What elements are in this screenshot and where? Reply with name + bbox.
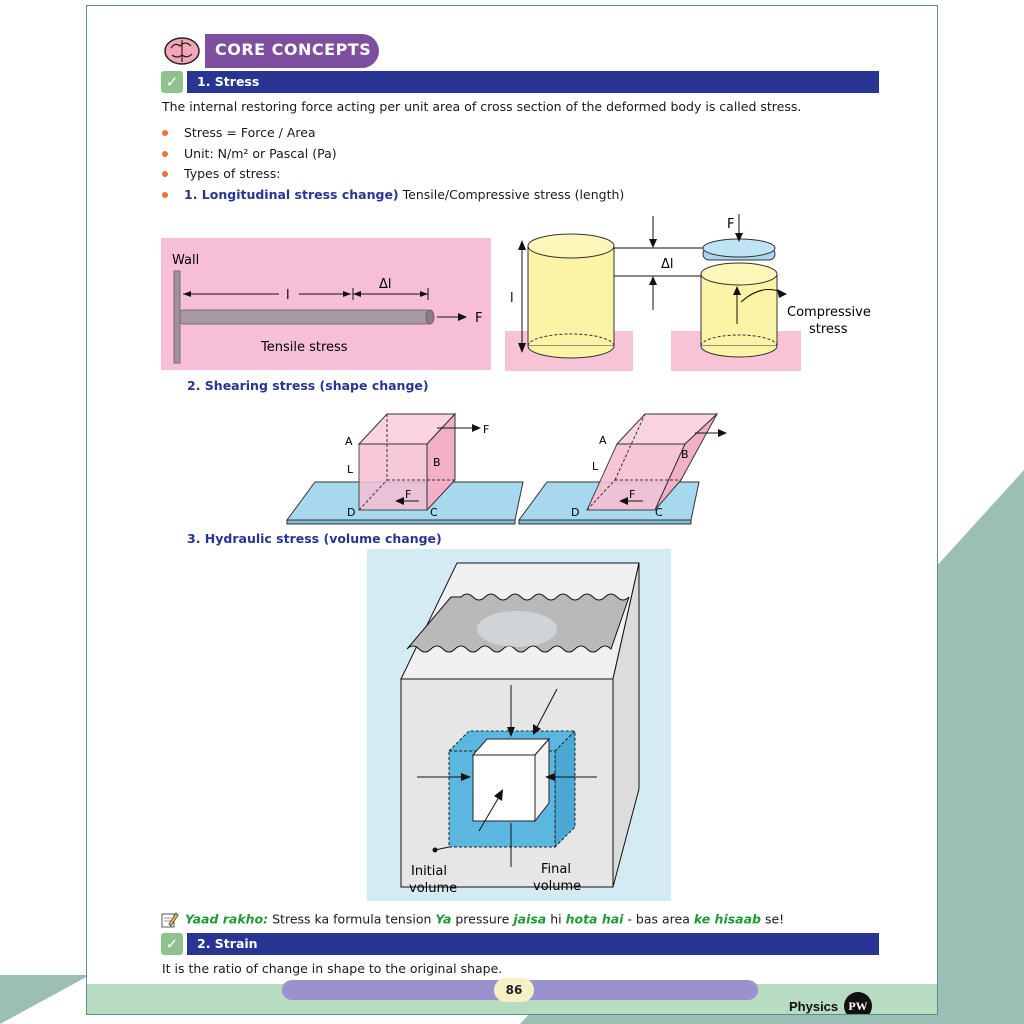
delta-l-label: Δl (379, 277, 392, 292)
force-label: F (405, 488, 411, 501)
shearing-stress-heading: 2. Shearing stress (shape change) (187, 378, 429, 393)
vertex-b: B (433, 456, 441, 469)
section-stress-title: 1. Stress (197, 74, 260, 89)
bullet-icon (162, 129, 168, 136)
core-concepts-title: CORE CONCEPTS (215, 40, 372, 59)
bullet-item: Types of stress: (162, 166, 280, 181)
checkmark-icon: ✓ (161, 933, 183, 955)
vertex-a: A (345, 435, 353, 448)
hydraulic-stress-figure: Initial volume Final volume (367, 549, 671, 901)
length-label: L (592, 460, 599, 473)
page: CORE CONCEPTS ✓ 1. Stress The internal r… (86, 5, 938, 1015)
yaad-rakho-note: Yaad rakho: Stress ka formula tension Ya… (161, 911, 784, 929)
strain-definition: It is the ratio of change in shape to th… (162, 961, 503, 976)
vertex-c: C (655, 506, 663, 519)
pencil-note-icon (161, 912, 179, 928)
bullet-item: Unit: N/m² or Pascal (Pa) (162, 146, 337, 161)
page-number: 86 (494, 978, 534, 1002)
bullet-icon (162, 170, 168, 177)
force-label: F (475, 311, 482, 326)
bullet-item: Stress = Force / Area (162, 125, 316, 140)
bullet-icon (162, 150, 168, 157)
final-volume-label-2: volume (533, 879, 581, 894)
checkmark-icon: ✓ (161, 71, 183, 93)
vertex-d: D (571, 506, 579, 519)
section-stress-header: ✓ 1. Stress (161, 71, 879, 93)
force-label: F (629, 488, 635, 501)
tensile-stress-figure: Wall l Δl F Tensile stress (161, 238, 491, 370)
force-label: F (483, 423, 489, 436)
section-strain-header: ✓ 2. Strain (161, 933, 879, 955)
length-label: l (510, 291, 514, 306)
compressive-stress-figure: l Δl F Compressive stress (505, 214, 871, 371)
vertex-a: A (599, 434, 607, 447)
delta-l-label: Δl (661, 257, 674, 272)
subject-label: Physics (789, 999, 839, 1014)
section-strain-title: 2. Strain (197, 936, 258, 951)
initial-volume-label-1: Initial (411, 864, 447, 879)
bullet-item: 1. Longitudinal stress change) Tensile/C… (162, 187, 624, 202)
pw-logo: PW (844, 992, 872, 1014)
tensile-caption: Tensile stress (260, 340, 348, 355)
length-label: L (347, 463, 354, 476)
shearing-stress-figure: A B C D L F F A B C D L F (286, 412, 727, 525)
hydraulic-stress-heading: 3. Hydraulic stress (volume change) (187, 531, 442, 546)
compressive-caption-1: Compressive (787, 305, 871, 320)
vertex-b: B (681, 448, 689, 461)
initial-volume-label-2: volume (409, 881, 457, 896)
length-label: l (286, 288, 290, 303)
vertex-d: D (347, 506, 355, 519)
compressive-caption-2: stress (809, 322, 848, 337)
brain-icon (164, 37, 200, 65)
vertex-c: C (430, 506, 438, 519)
bullet-icon (162, 191, 168, 198)
stress-definition: The internal restoring force acting per … (162, 99, 802, 114)
wall-label: Wall (172, 253, 199, 268)
core-concepts-pill (205, 34, 379, 68)
final-volume-label-1: Final (541, 862, 571, 877)
force-label: F (727, 217, 734, 232)
